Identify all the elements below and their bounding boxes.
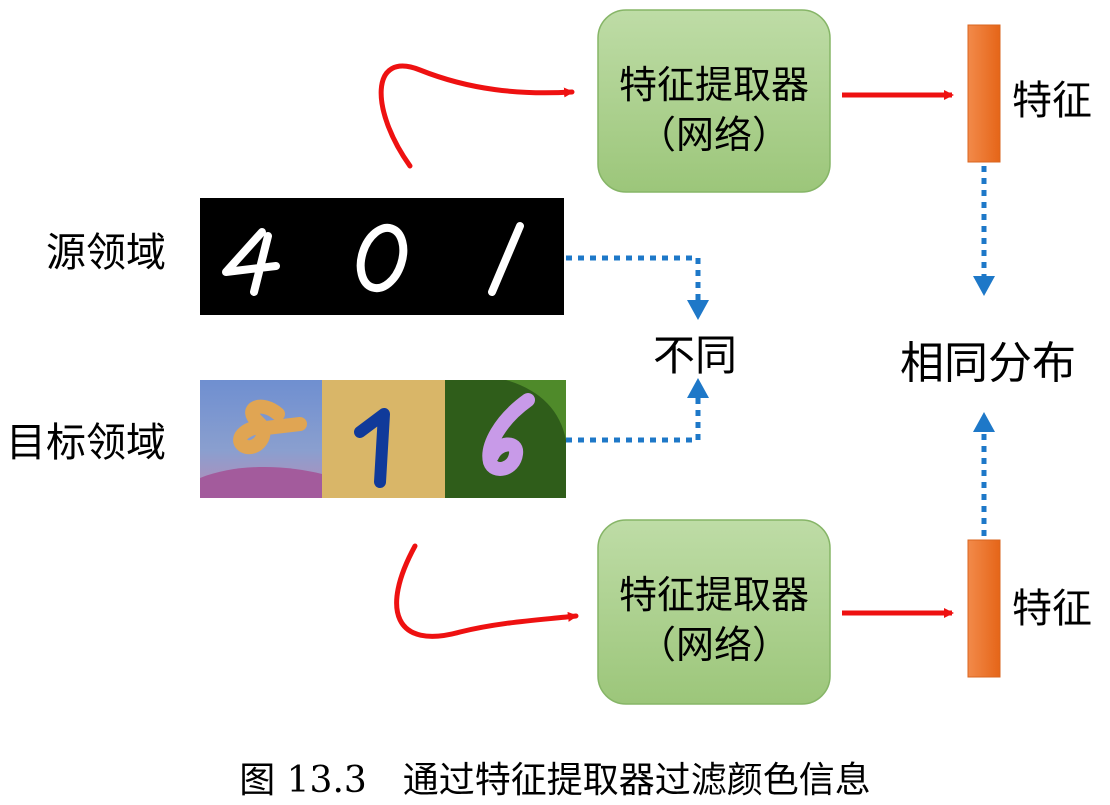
top-extractor-box: [597, 9, 831, 193]
same-distribution-label: 相同分布: [900, 338, 1076, 389]
target-digit-1: [354, 408, 390, 488]
target-tile-1-ground: [200, 467, 322, 498]
arrowhead-down-same: [973, 276, 995, 296]
target-domain-label: 目标领域: [6, 420, 166, 466]
source-domain-images: [200, 198, 564, 315]
bottom-extractor-box: [597, 519, 831, 705]
source-digit-0: [356, 223, 408, 293]
bottom-feature-bar: [967, 539, 1001, 678]
arrowhead-down-different: [687, 300, 709, 320]
arrowhead-up-different: [687, 378, 709, 398]
source-domain-label: 源领域: [46, 230, 166, 276]
top-feature-bar: [967, 24, 1001, 163]
top-extractor-label: 特征提取器: [619, 63, 809, 107]
target-to-different-arrow: [566, 394, 701, 443]
bottom-feature-extractor: 特征提取器 （网络）: [597, 519, 831, 705]
target-domain-images: [200, 380, 566, 498]
source-digit-4: [222, 228, 280, 296]
different-label: 不同: [653, 331, 737, 380]
blue-arrow-heads: [687, 276, 995, 432]
bottom-extractor-sublabel: （网络）: [638, 623, 790, 667]
blue-dotted-arrows: [566, 166, 987, 536]
top-feature-extractor: 特征提取器 （网络）: [597, 9, 831, 193]
bottom-extractor-label: 特征提取器: [619, 573, 809, 617]
source-to-extractor-arrow: [378, 63, 575, 169]
figure-caption: 图 13.3 通过特征提取器过滤颜色信息: [239, 760, 871, 801]
target-digit-8: [233, 399, 307, 455]
target-digit-6: [482, 393, 535, 476]
source-to-different-arrow: [566, 255, 701, 304]
target-tile-3-leaf: [506, 380, 566, 440]
top-feature-label: 特征: [1012, 78, 1092, 124]
bottom-feature-label: 特征: [1012, 586, 1092, 632]
source-digit-1: [488, 222, 524, 296]
arrowhead-up-same: [973, 412, 995, 432]
target-to-extractor-arrow: [394, 543, 579, 639]
top-extractor-sublabel: （网络）: [638, 113, 790, 157]
